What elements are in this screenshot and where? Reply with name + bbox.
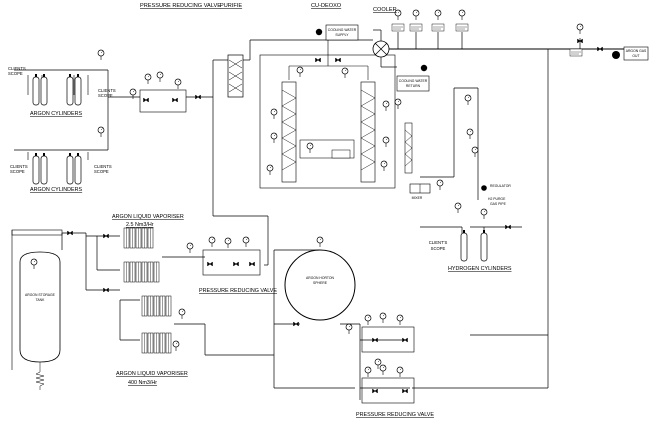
vaporiser-large <box>141 295 186 354</box>
vaporiser-rate-label-2: 400 Nm3/Hr <box>128 380 157 386</box>
mixer-label: MIXER <box>412 196 423 200</box>
mixer-and-analyser: MIXER <box>394 94 479 200</box>
argon-cylinder-bank-lower <box>27 152 89 185</box>
headers: PRESSURE REDUCING VALVE PURIFIE CU-DEOXO… <box>140 3 397 13</box>
cooling-water-return-label-2: RETURN <box>406 84 421 88</box>
clients-scope-label-2b: SCOPE <box>98 93 113 98</box>
vaporiser-small <box>103 227 160 293</box>
argon-gas-out-label-1: ARGON GAS <box>626 49 647 53</box>
argon-storage-label-2: TANK <box>36 298 46 302</box>
clients-scope-label-2a: CLIENTS <box>98 88 116 93</box>
h2-purge-label-1: H2 PURGE <box>488 197 506 201</box>
argon-cylinder-bank-upper <box>27 49 105 138</box>
prv-bottom-upper <box>361 312 415 370</box>
hydrogen-cylinders-label: HYDROGEN CYLINDERS <box>448 266 512 272</box>
clients-scope-label-1a: CLIENTS <box>8 66 26 71</box>
h2-clients-scope-label-1: CLIENT'S <box>429 240 448 245</box>
clients-scope-label-1b: SCOPE <box>8 71 23 76</box>
prv-bottom-lower <box>361 364 415 404</box>
cu-deoxo-skid <box>259 40 396 189</box>
h2-clients-scope-label-2: SCOPE <box>431 246 446 251</box>
purifier <box>227 54 244 98</box>
vaporiser-rate-label-1: 2.5 Nm3/Hr <box>126 222 154 228</box>
labels: CLIENTS SCOPE CLIENTS SCOPE CLIENTS SCOP… <box>8 66 512 418</box>
header-cooler: COOLER <box>373 7 397 13</box>
cooling-water-supply-label-1: COOLING WATER <box>328 28 357 32</box>
header-pressure-reducing-valve: PRESSURE REDUCING VALVE <box>140 3 221 9</box>
argon-storage-tank: ARGON STORAGE TANK <box>11 229 73 390</box>
argon-storage-label-1: ARGON STORAGE <box>25 293 56 297</box>
argon-cylinders-label-1: ARGON CYLINDERS <box>30 111 83 117</box>
clients-scope-label-3b: SCOPE <box>10 169 25 174</box>
cooler <box>372 40 390 58</box>
cooling-water-return-box: COOLING WATER RETURN <box>396 64 430 92</box>
argon-gas-out-label-2: OUT <box>632 54 639 58</box>
cooling-water-supply-label-2: SUPPLY <box>335 33 349 37</box>
prv-upper-instruments <box>129 71 201 103</box>
argon-horton-label-2: SPHERE <box>313 281 328 285</box>
prv-mid <box>186 236 261 276</box>
clients-scope-label-4a: CLIENTS <box>94 164 112 169</box>
h2-purge-label-2: GAS PIPE <box>490 202 507 206</box>
prv-mid-label: PRESSURE REDUCING VALVE <box>199 288 277 294</box>
argon-liquid-vaporiser-label-1: ARGON LIQUID VAPORISER <box>112 214 184 220</box>
prv-bottom-label: PRESSURE REDUCING VALVE <box>356 412 434 418</box>
regulator-label: REGULATOR <box>490 184 511 188</box>
header-purifier: PURIFIE <box>220 3 242 9</box>
cooling-water-supply-box: COOLING WATER SUPPLY <box>315 24 359 41</box>
clients-scope-label-4b: SCOPE <box>94 169 109 174</box>
argon-gas-out: ARGON GAS OUT <box>612 46 649 61</box>
argon-horton-label-1: ARGON HORTON <box>306 276 334 280</box>
argon-liquid-vaporiser-label-2: ARGON LIQUID VAPORISER <box>116 371 188 377</box>
header-cu-deoxo: CU-DEOXO <box>311 3 342 9</box>
clients-scope-label-3a: CLIENTS <box>10 164 28 169</box>
cooling-water-return-label-1: COOLING WATER <box>399 79 428 83</box>
argon-horton-sphere: ARGON HORTON SPHERE <box>284 236 356 335</box>
hydrogen-supply: REGULATOR H2 PURGE GAS PIPE CLIENT'S SCO… <box>429 184 511 262</box>
argon-cylinders-label-2: ARGON CYLINDERS <box>30 187 83 193</box>
main-piping <box>14 29 630 400</box>
